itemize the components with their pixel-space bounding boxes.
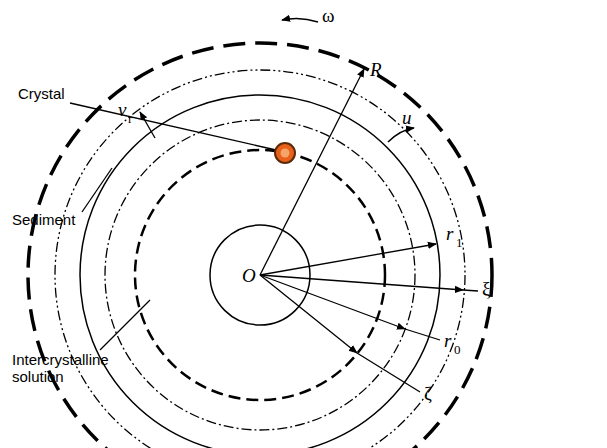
radius-symbol: ζ — [424, 384, 432, 405]
subscript: 1 — [456, 236, 463, 250]
radius-symbol: r — [446, 224, 453, 245]
crystal-highlight — [281, 149, 290, 158]
velocity-arrow — [388, 128, 414, 142]
crystal-leader — [70, 103, 276, 150]
zeta-leader — [357, 353, 420, 392]
part-name: Intercrystalline solution — [12, 352, 137, 385]
radius-symbol: R — [370, 60, 382, 81]
radius-R — [260, 69, 364, 275]
radius-zeta — [260, 275, 357, 353]
xi-leader — [463, 290, 478, 291]
velocity-symbol: u — [402, 108, 412, 129]
r0-leader — [405, 329, 440, 340]
radius-xi — [260, 275, 463, 290]
xi-boundary — [55, 70, 465, 448]
radius-r0 — [260, 275, 405, 329]
rotation-arrow — [282, 18, 318, 22]
subscript: 0 — [454, 343, 461, 357]
crystal-particle — [275, 143, 295, 163]
rotor-wall — [28, 43, 492, 448]
sediment-leader — [82, 168, 112, 212]
part-name: Sediment — [12, 212, 75, 229]
center-symbol: O — [242, 266, 256, 287]
subscript: r — [128, 112, 132, 126]
radius-r1 — [260, 244, 436, 275]
rotation-symbol: ω — [322, 6, 335, 27]
r1-boundary — [80, 95, 440, 448]
radius-symbol: r — [444, 331, 451, 352]
radius-symbol: ξ — [482, 279, 490, 300]
part-name: Crystal — [18, 86, 65, 103]
settling-velocity-arrow — [140, 112, 155, 138]
r0-boundary — [105, 120, 415, 430]
zeta-boundary — [135, 150, 385, 400]
solution-leader — [100, 300, 150, 350]
velocity-symbol: v — [118, 100, 126, 121]
